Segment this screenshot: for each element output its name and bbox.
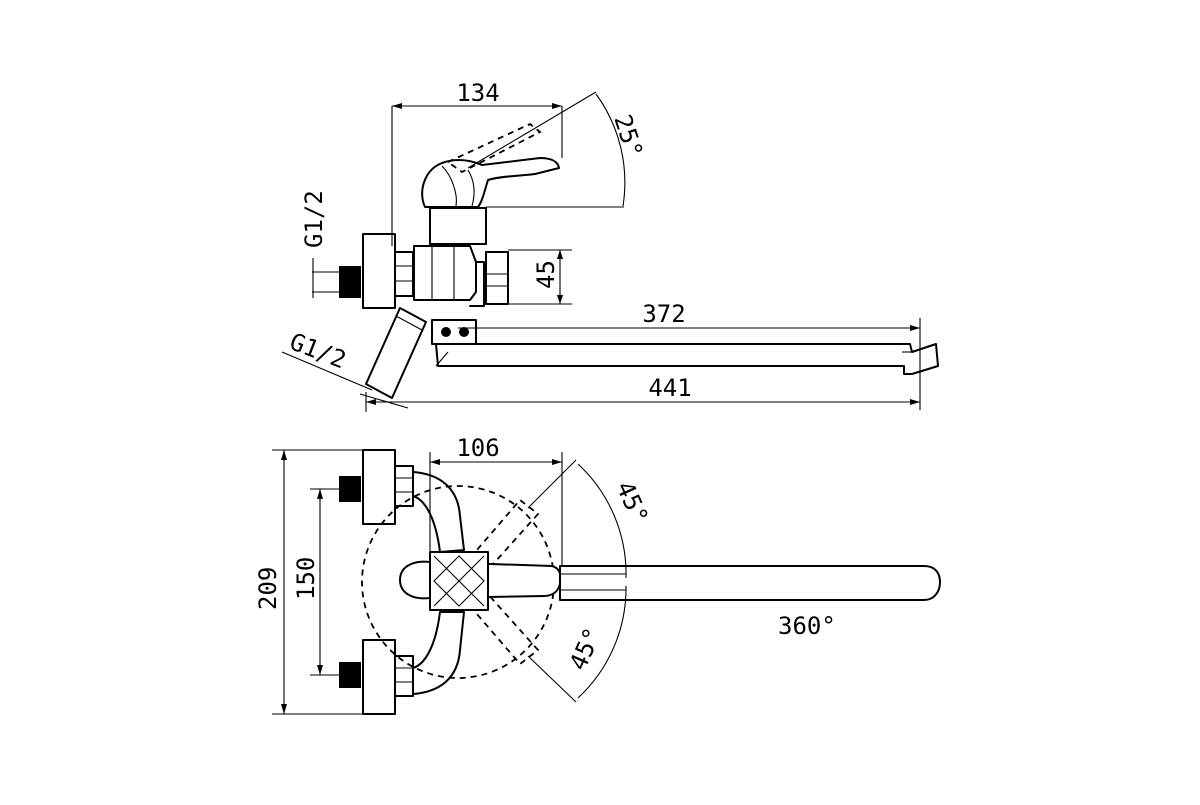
top-inlet-lower bbox=[339, 639, 414, 715]
top-spout bbox=[559, 565, 941, 601]
side-view: 134 25° G1/2 45 bbox=[281, 79, 939, 412]
side-spout bbox=[435, 343, 939, 375]
dim-441 bbox=[365, 392, 920, 412]
dim-134 bbox=[391, 103, 563, 246]
top-cartridge bbox=[429, 551, 489, 611]
dim-lever-reach-label: 106 bbox=[456, 434, 499, 462]
dim-angle-down-label: 45° bbox=[564, 623, 607, 674]
dim-center-distance-label: 150 bbox=[292, 557, 320, 600]
dim-372 bbox=[458, 318, 921, 410]
dim-g12-hose bbox=[281, 351, 373, 391]
dim-spout-rotation-label: 360° bbox=[778, 612, 836, 640]
side-body bbox=[413, 207, 509, 345]
top-inlet-upper bbox=[339, 449, 414, 525]
dim-outer-width-label: 209 bbox=[254, 567, 282, 610]
dim-handle-width-label: 134 bbox=[456, 79, 499, 107]
dim-150 bbox=[310, 488, 339, 676]
top-body-lower-arm bbox=[412, 611, 465, 695]
side-lever-raised-outline bbox=[446, 122, 542, 174]
top-body-upper-arm bbox=[412, 471, 465, 553]
dim-outlet-height-label: 45 bbox=[532, 260, 560, 289]
dim-209 bbox=[272, 449, 363, 715]
side-lever bbox=[421, 157, 560, 208]
dim-spout-length-label: 372 bbox=[642, 300, 685, 328]
top-view: 106 45° 45° 209 150 360° bbox=[254, 434, 941, 715]
dim-handle-angle-label: 25° bbox=[608, 111, 648, 161]
dim-angle-up-label: 45° bbox=[611, 477, 654, 528]
side-hose bbox=[359, 307, 427, 409]
top-lever-rotated-down bbox=[468, 590, 540, 666]
dim-45-angles bbox=[527, 459, 627, 703]
dim-total-length-label: 441 bbox=[648, 374, 691, 402]
top-lever-rotated-up bbox=[468, 498, 540, 574]
dim-45 bbox=[508, 249, 572, 305]
dim-inlet-thread-label: G1/2 bbox=[300, 190, 328, 248]
dim-106 bbox=[429, 452, 563, 566]
dim-25-angle bbox=[467, 91, 626, 208]
